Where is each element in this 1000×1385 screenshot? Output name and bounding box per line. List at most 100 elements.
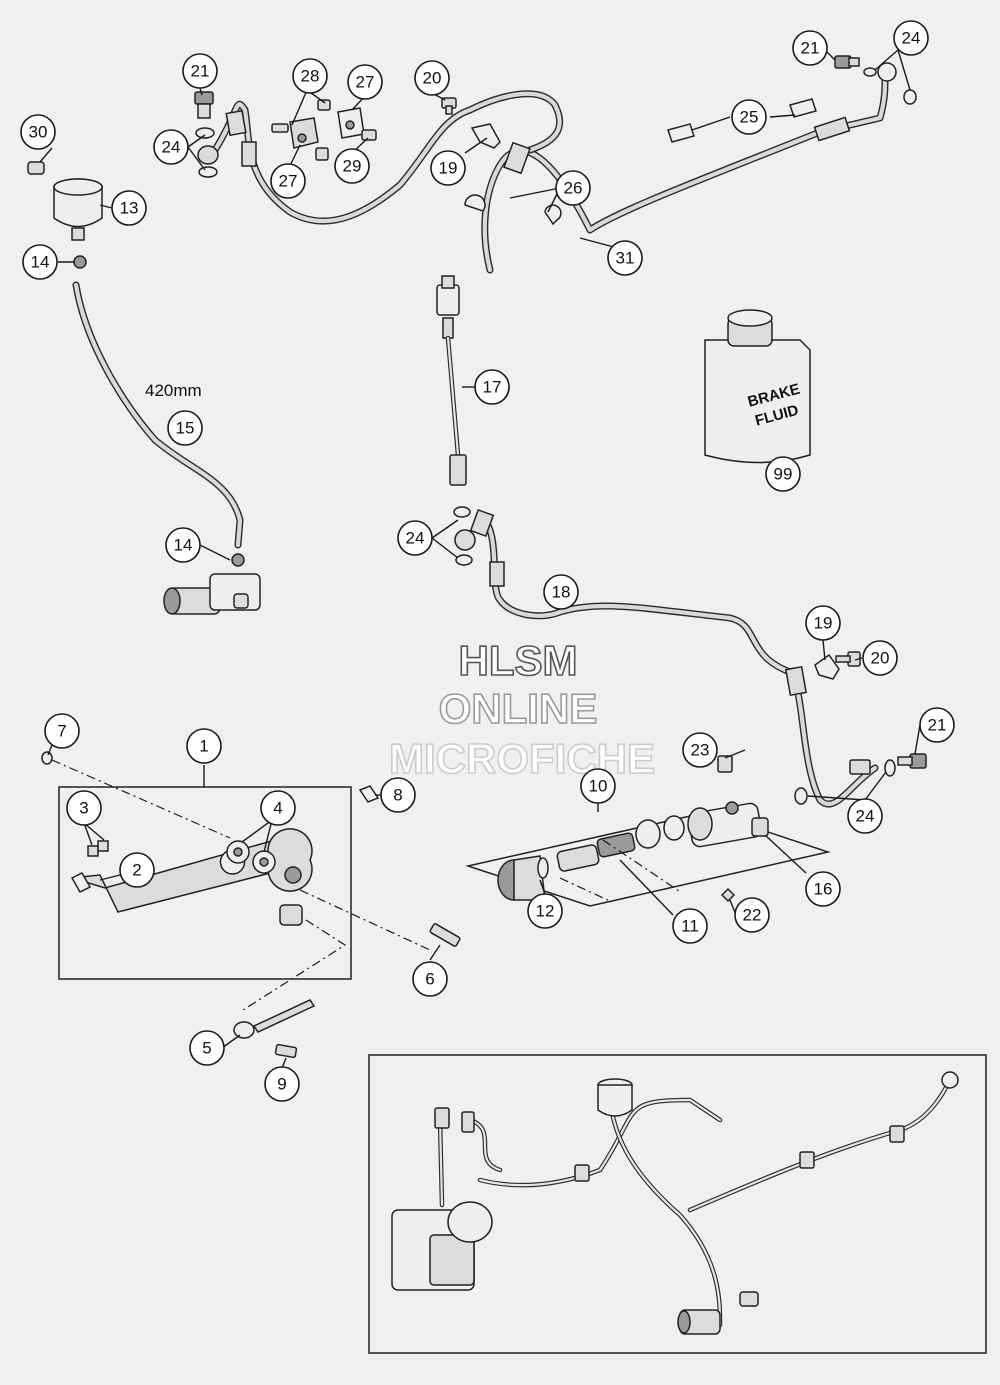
callout-11: 11 <box>672 908 708 944</box>
callout-14b: 14 <box>165 527 201 563</box>
callout-15: 15 <box>167 410 203 446</box>
callout-19b: 19 <box>805 605 841 641</box>
callout-21a: 21 <box>182 53 218 89</box>
callout-9: 9 <box>264 1066 300 1102</box>
callout-21b: 21 <box>792 30 828 66</box>
watermark-line-2: ONLINE <box>439 685 598 732</box>
banjo-bolt-21-right-lower <box>794 753 927 805</box>
master-cylinder-kit-10 <box>465 755 831 907</box>
watermark-line-3: MICROFICHE <box>389 735 655 782</box>
callout-23: 23 <box>682 732 718 768</box>
svg-text:11: 11 <box>681 917 699 936</box>
svg-text:25: 25 <box>740 108 759 127</box>
callout-10: 10 <box>580 768 616 804</box>
callout-6: 6 <box>412 961 448 997</box>
brake-hose-18 <box>453 506 879 808</box>
brake-fluid-reservoir-13 <box>27 161 103 269</box>
callout-27b: 27 <box>270 163 306 199</box>
svg-text:29: 29 <box>343 157 362 176</box>
svg-text:99: 99 <box>774 465 793 484</box>
hose-clamp-19-upper <box>464 123 501 212</box>
svg-text:24: 24 <box>406 529 425 548</box>
callout-24c: 24 <box>397 520 433 556</box>
svg-text:2: 2 <box>132 861 141 880</box>
hose-clamp-19-lower <box>814 653 840 680</box>
callout-7: 7 <box>44 713 80 749</box>
svg-text:14: 14 <box>31 253 50 272</box>
callout-4: 4 <box>260 790 296 826</box>
callout-24d: 24 <box>847 798 883 834</box>
callout-19a: 19 <box>430 150 466 186</box>
callout-31: 31 <box>607 240 643 276</box>
callout-2: 2 <box>119 852 155 888</box>
svg-text:5: 5 <box>202 1039 211 1058</box>
svg-text:20: 20 <box>871 649 890 668</box>
svg-text:22: 22 <box>743 906 762 925</box>
svg-text:24: 24 <box>162 138 181 157</box>
pushrod-5 <box>233 999 316 1059</box>
hose-clamp-26 <box>544 204 562 226</box>
callout-3: 3 <box>66 790 102 826</box>
svg-text:21: 21 <box>928 716 947 735</box>
svg-text:24: 24 <box>902 29 921 48</box>
brake-hose-top-left <box>211 90 564 225</box>
brake-hose-31 <box>481 62 897 274</box>
callout-18: 18 <box>543 574 579 610</box>
svg-text:8: 8 <box>393 786 402 805</box>
callout-27a: 27 <box>347 64 383 100</box>
watermark-line-1: HLSM <box>459 637 578 684</box>
callout-22: 22 <box>734 897 770 933</box>
callout-8: 8 <box>380 777 416 813</box>
svg-text:1: 1 <box>199 737 208 756</box>
svg-text:26: 26 <box>564 179 583 198</box>
callout-16: 16 <box>805 871 841 907</box>
svg-text:18: 18 <box>552 583 571 602</box>
banjo-bolt-21-left <box>194 91 214 119</box>
callout-25: 25 <box>731 99 767 135</box>
svg-text:6: 6 <box>425 970 434 989</box>
svg-text:20: 20 <box>423 69 442 88</box>
brake-light-switch-17 <box>436 275 467 486</box>
callout-26: 26 <box>555 170 591 206</box>
svg-text:16: 16 <box>814 880 833 899</box>
svg-text:30: 30 <box>29 123 48 142</box>
washers-24-left <box>195 127 219 178</box>
svg-text:21: 21 <box>801 39 820 58</box>
svg-text:31: 31 <box>616 249 635 268</box>
assembly-lines <box>51 759 683 1013</box>
callout-1: 1 <box>186 728 222 764</box>
reservoir-hose-15 <box>72 281 244 549</box>
svg-text:14: 14 <box>174 536 193 555</box>
svg-text:7: 7 <box>57 722 66 741</box>
brake-pedal-assembly-1 <box>41 751 461 980</box>
callout-17: 17 <box>474 369 510 405</box>
brake-fluid-can-99: BRAKE FLUID <box>704 309 811 464</box>
bolt-20-upper <box>441 97 457 115</box>
svg-text:3: 3 <box>79 799 88 818</box>
callout-13: 13 <box>111 190 147 226</box>
callout-20b: 20 <box>862 640 898 676</box>
watermark: HLSM ONLINE MICROFICHE <box>388 636 656 783</box>
banjo-bolt-21-right-top <box>834 55 917 105</box>
inset-assembly-overview <box>368 1054 987 1354</box>
callout-5: 5 <box>189 1030 225 1066</box>
svg-text:27: 27 <box>279 172 298 191</box>
callout-99: 99 <box>765 456 801 492</box>
svg-text:13: 13 <box>120 199 139 218</box>
svg-text:19: 19 <box>814 614 833 633</box>
svg-text:27: 27 <box>356 73 375 92</box>
callout-24b: 24 <box>893 20 929 56</box>
callout-24a: 24 <box>153 129 189 165</box>
hose-length-label: 420mm <box>145 381 202 400</box>
svg-text:4: 4 <box>273 799 282 818</box>
svg-text:24: 24 <box>856 807 875 826</box>
svg-text:9: 9 <box>277 1075 286 1094</box>
callout-21c: 21 <box>919 707 955 743</box>
bolt-20-lower <box>835 651 861 667</box>
callout-29: 29 <box>334 148 370 184</box>
svg-text:12: 12 <box>536 902 555 921</box>
svg-text:28: 28 <box>301 67 320 86</box>
svg-text:15: 15 <box>176 419 195 438</box>
svg-text:21: 21 <box>191 62 210 81</box>
